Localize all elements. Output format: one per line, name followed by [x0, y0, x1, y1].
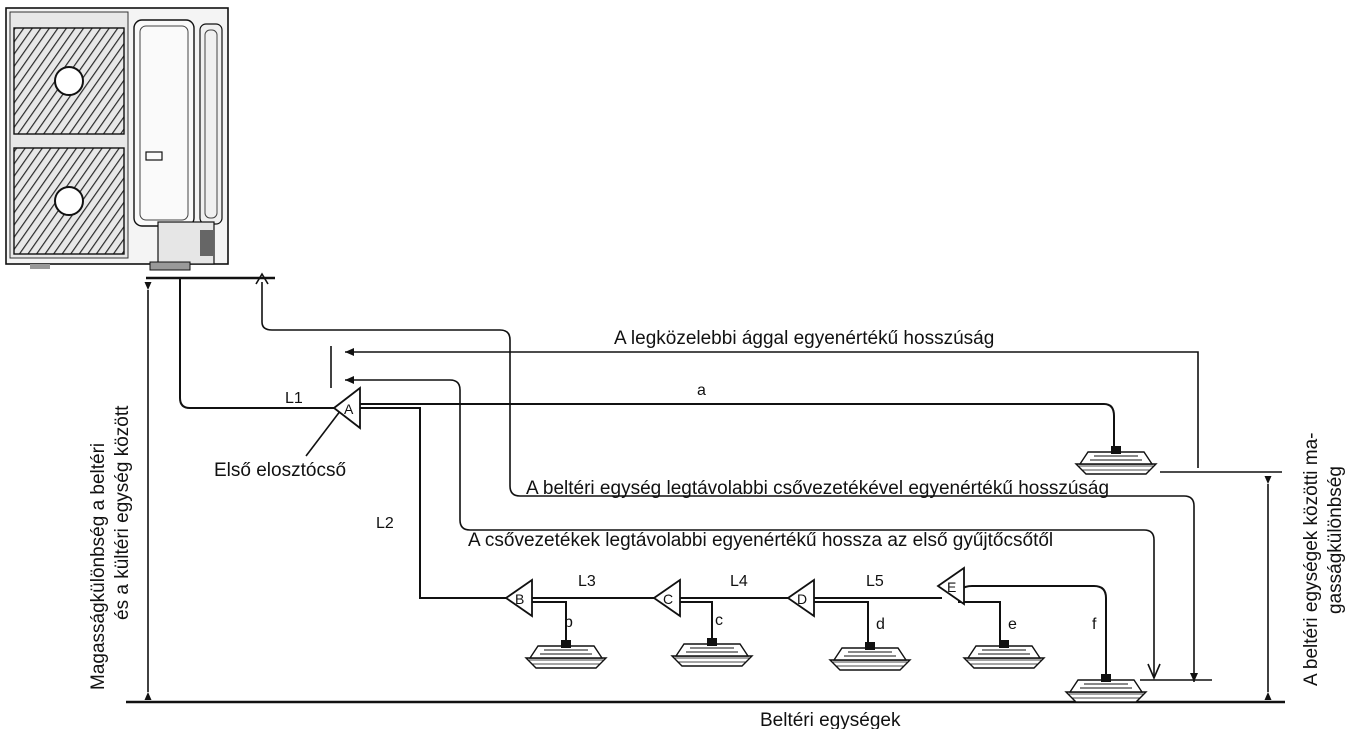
farthest-from-first-label: A csővezetékek legtávolabbi egyenértékű … — [468, 530, 1053, 551]
indoor-unit-c — [671, 637, 753, 667]
farthest-indoor-label: A beltéri egység legtávolabbi csővezeték… — [526, 478, 1109, 499]
segment-l5-label: L5 — [866, 573, 884, 590]
indoor-unit-b — [525, 639, 607, 669]
height-diff-outdoor-label-line2: és a kültéri egység között — [112, 405, 133, 620]
branch-b: B — [504, 578, 533, 618]
fan-grille-bottom — [13, 147, 125, 255]
unit-c-label: c — [715, 612, 723, 629]
nearest-branch-length-arrow — [345, 348, 1199, 468]
pipe-network — [179, 278, 1115, 682]
branch-d-label: D — [797, 591, 807, 607]
segment-l2-label: L2 — [376, 515, 394, 532]
branch-c-label: C — [663, 591, 673, 607]
branch-c: C — [652, 578, 681, 618]
height-diff-outdoor-label-line1: Magasságkülönbség a beltéri — [88, 443, 109, 690]
first-branch-leader — [305, 405, 345, 457]
first-branch-label: Első elosztócső — [214, 460, 346, 481]
branch-a-label: A — [344, 401, 354, 417]
nearest-branch-label: A legközelebbi ággal egyenértékű hosszús… — [614, 328, 994, 349]
outdoor-unit — [5, 7, 229, 271]
unit-b-label: b — [564, 614, 573, 631]
segment-l3-label: L3 — [578, 573, 596, 590]
farthest-from-first-branch-arrow — [345, 376, 1155, 676]
height-diff-indoor-label-line2: gasságkülönbség — [1325, 466, 1346, 614]
segment-l4-label: L4 — [730, 573, 748, 590]
branch-d: D — [786, 578, 815, 618]
unit-d-label: d — [876, 616, 885, 633]
unit-e-label: e — [1008, 616, 1017, 633]
indoor-unit-d — [829, 641, 911, 671]
fan-grille-top — [13, 27, 125, 135]
branch-b-label: B — [515, 591, 524, 607]
indoor-unit-a — [1075, 445, 1157, 475]
unit-a-label: a — [697, 382, 706, 399]
indoor-unit-f — [1065, 673, 1147, 703]
indoor-units-label: Beltéri egységek — [760, 710, 901, 729]
branch-a: A — [332, 386, 361, 430]
branch-e: E — [936, 566, 965, 606]
segment-l1-label: L1 — [285, 390, 303, 407]
unit-f-label: f — [1092, 616, 1097, 633]
height-diff-indoor-label-line1: A beltéri egységek közötti ma- — [1301, 433, 1322, 686]
indoor-unit-e — [963, 639, 1045, 669]
branch-e-label: E — [947, 579, 956, 595]
farthest-indoor-length-arrow — [261, 282, 1198, 682]
